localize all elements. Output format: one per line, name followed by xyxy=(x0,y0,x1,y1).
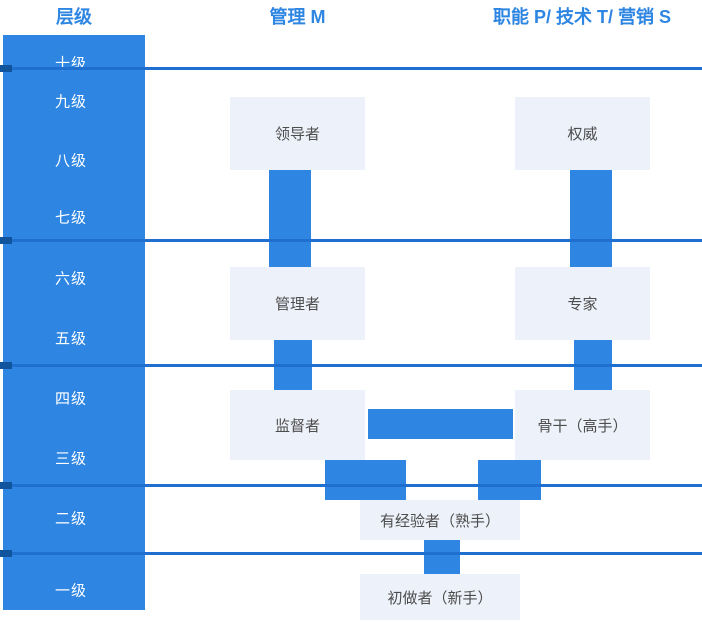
connector-experienced-beginner xyxy=(424,540,460,574)
node-leader: 领导者 xyxy=(230,97,365,170)
grade-divider-line xyxy=(0,65,702,72)
connector-backbone-experienced xyxy=(478,460,541,500)
grade-divider-line xyxy=(0,237,702,244)
level-column xyxy=(3,35,145,610)
node-backbone: 骨干（高手） xyxy=(515,390,650,460)
connector-supervisor-experienced xyxy=(325,460,406,500)
level-label-8: 八级 xyxy=(54,152,87,170)
level-label-3: 三级 xyxy=(54,450,87,468)
level-label-1: 一级 xyxy=(54,582,87,600)
level-label-6: 六级 xyxy=(54,270,87,288)
node-authority: 权威 xyxy=(515,97,650,170)
column-header-management: 管理 M xyxy=(269,7,326,27)
grade-divider-line xyxy=(0,550,702,557)
column-header-function: 职能 P/ 技术 T/ 营销 S xyxy=(492,7,671,27)
node-beginner: 初做者（新手） xyxy=(360,574,520,620)
level-label-9: 九级 xyxy=(54,93,87,111)
node-manager: 管理者 xyxy=(230,267,365,340)
level-label-7: 七级 xyxy=(54,209,87,227)
grade-divider-line xyxy=(0,362,702,369)
connector-supervisor-backbone xyxy=(368,409,513,439)
node-expert: 专家 xyxy=(515,267,650,340)
level-label-4: 四级 xyxy=(54,390,87,408)
column-header-level: 层级 xyxy=(56,7,92,27)
node-supervisor: 监督者 xyxy=(230,390,365,460)
level-label-5: 五级 xyxy=(54,330,87,348)
grade-divider-line xyxy=(0,482,702,489)
connector-authority-expert xyxy=(570,170,612,267)
level-label-10: 十级 xyxy=(54,55,87,73)
connector-leader-manager xyxy=(269,170,311,267)
level-label-2: 二级 xyxy=(54,510,87,528)
node-experienced: 有经验者（熟手） xyxy=(360,500,520,540)
